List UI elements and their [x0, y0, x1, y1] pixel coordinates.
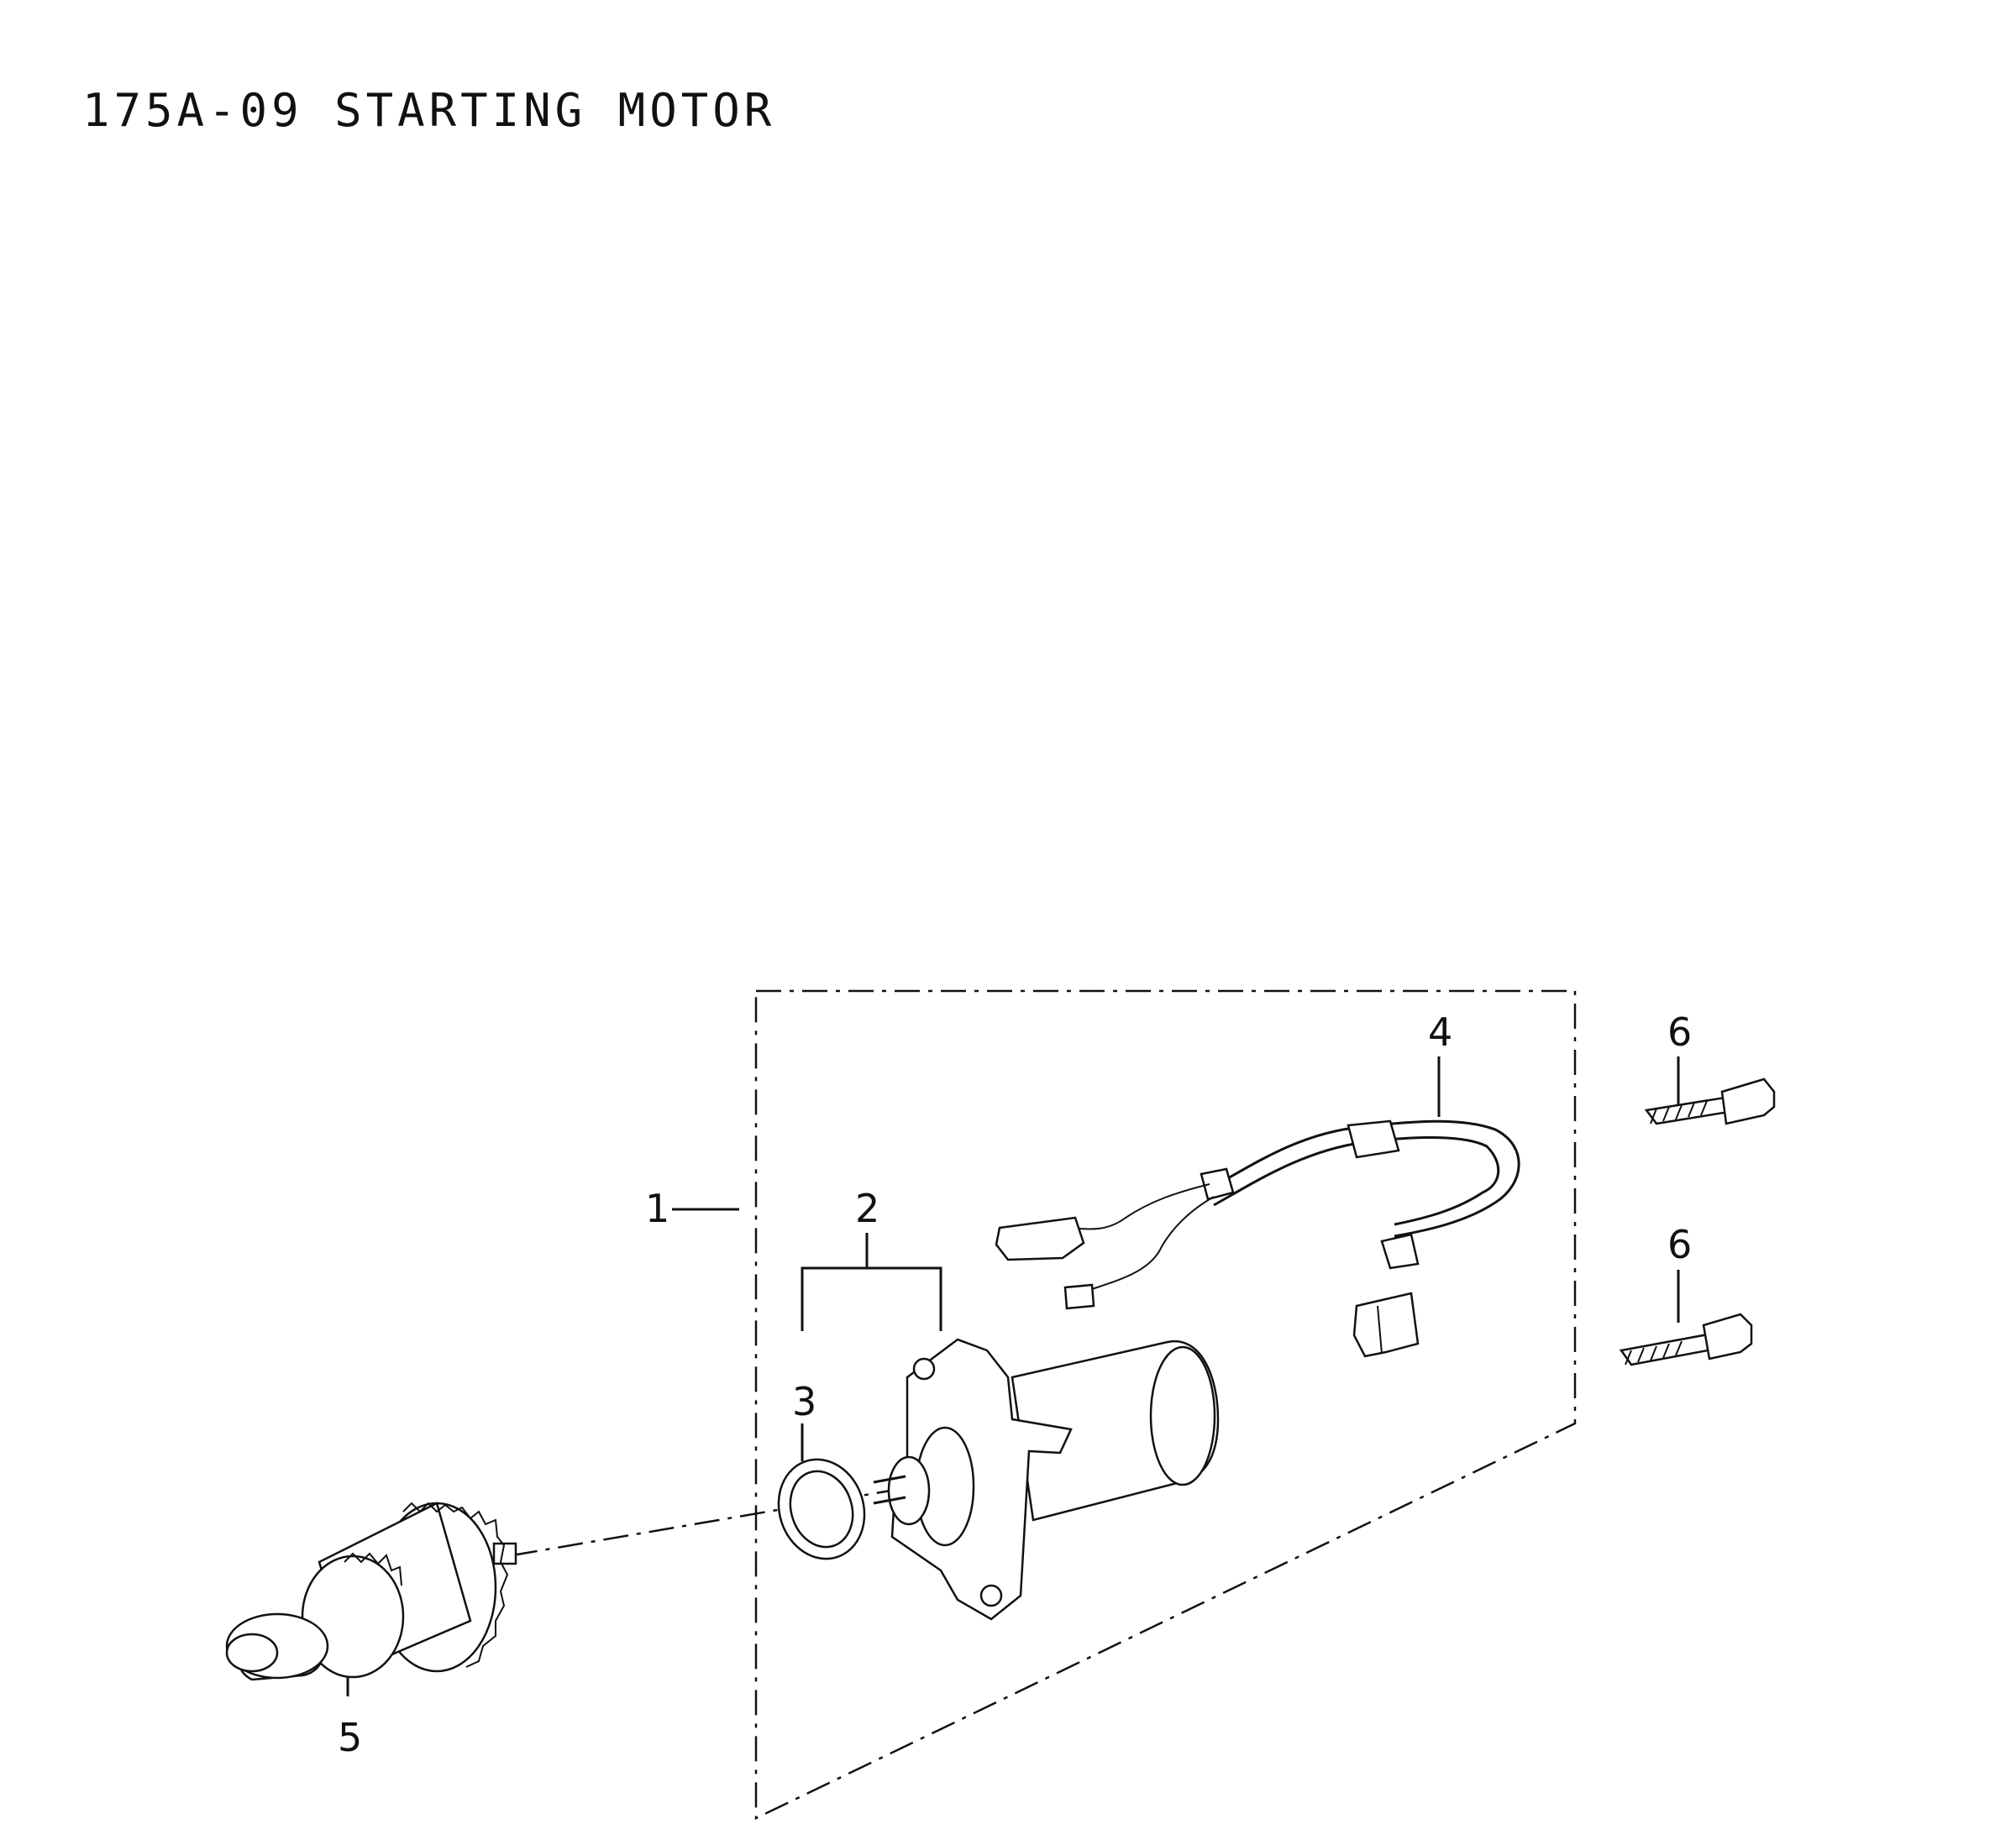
svg-text:4: 4: [1428, 1009, 1452, 1055]
svg-text:2: 2: [855, 1186, 879, 1231]
svg-text:5: 5: [338, 1715, 362, 1760]
assembly-boundary: [754, 989, 1577, 1820]
wire-harness: [995, 1119, 1520, 1358]
svg-text:6: 6: [1667, 1009, 1692, 1055]
diagram-title: 175A-09 STARTING MOTOR: [82, 84, 776, 137]
callout-2: 2: [801, 1186, 942, 1331]
svg-text:1: 1: [645, 1186, 669, 1231]
starter-motor: [873, 1338, 1220, 1621]
svg-text:3: 3: [792, 1379, 816, 1424]
o-ring: [777, 1458, 866, 1560]
starter-gear: [225, 1502, 517, 1681]
callout-1: 1: [645, 1186, 739, 1231]
svg-text:6: 6: [1667, 1222, 1692, 1267]
callout-6-bottom: 6: [1667, 1222, 1692, 1323]
assembly-axis: [512, 1489, 891, 1557]
bolt-bottom: [1619, 1313, 1753, 1366]
callout-4: 4: [1428, 1009, 1452, 1117]
callout-3: 3: [792, 1379, 816, 1461]
callout-6-top: 6: [1667, 1009, 1692, 1109]
bolt-top: [1644, 1077, 1776, 1125]
